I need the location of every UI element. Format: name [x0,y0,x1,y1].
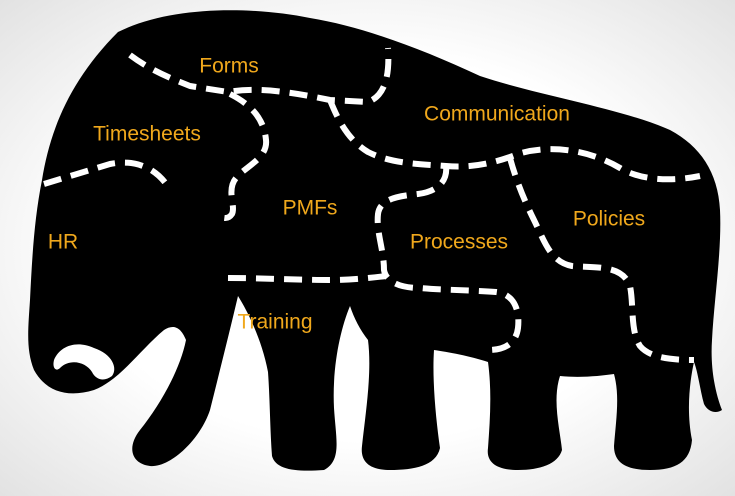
label-communication: Communication [424,102,570,126]
label-policies: Policies [572,207,646,231]
label-timesheets: Timesheets [93,122,201,146]
divider-policies [507,157,695,363]
label-forms: Forms [199,54,259,78]
trunk-curl [53,344,115,380]
divider-communication [327,98,701,183]
label-processes: Processes [409,230,509,254]
divider-forms-top [128,47,392,105]
label-hr: HR [47,230,79,254]
region-dividers [43,47,701,363]
divider-pmfs-processes [374,165,522,353]
divider-training [227,273,387,283]
divider-forms-timesheets [217,91,270,221]
divider-hr-timesheets [43,159,173,192]
label-training: Training [237,310,313,334]
elephant-silhouette [28,10,723,471]
label-pmfs: PMFs [282,196,338,220]
